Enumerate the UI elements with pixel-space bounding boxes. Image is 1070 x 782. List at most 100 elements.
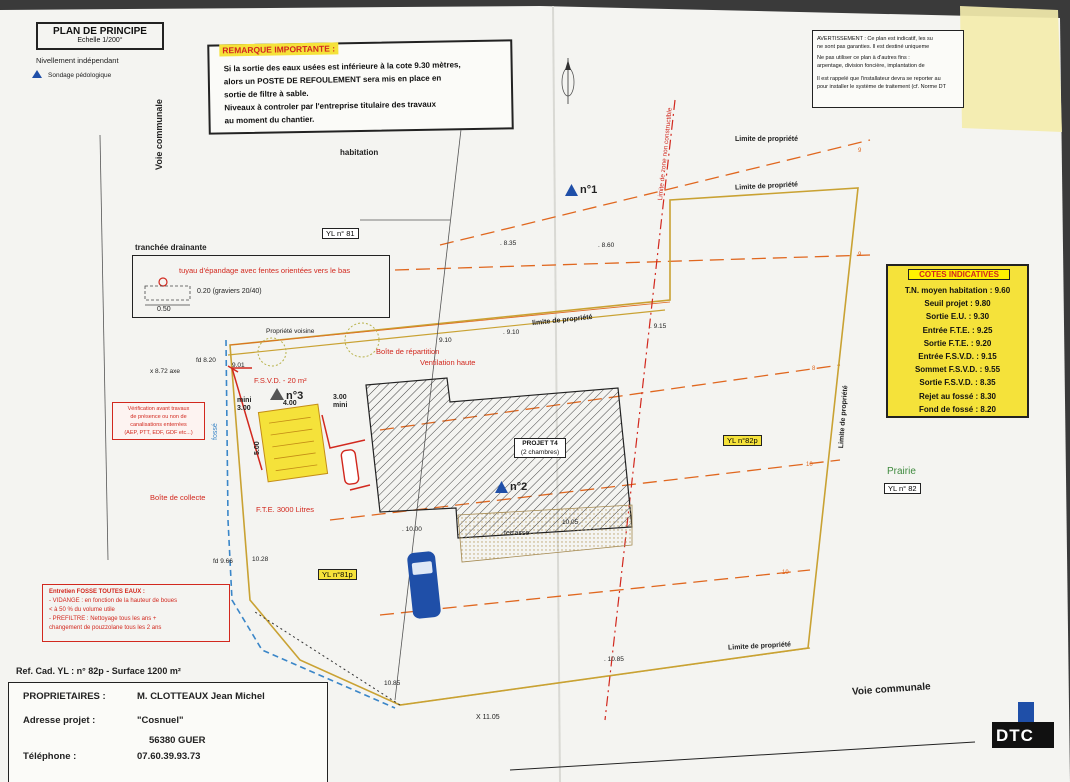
dimension-label: 4.00 [283, 400, 297, 407]
dtc-logo-text: DTC [996, 726, 1034, 745]
entretien-heading: Entretien FOSSE TOUTES EAUX : [49, 589, 145, 595]
project-box: PROJET T4 (2 chambres) [514, 438, 566, 458]
remark-box: REMARQUE IMPORTANTE : Si la sortie des e… [207, 39, 514, 135]
distribution-box-label: Boîte de répartition [376, 347, 440, 356]
cote-item: Fond de fossé : 8.20 [919, 404, 996, 414]
entretien-box: Entretien FOSSE TOUTES EAUX : - VIDANGE … [42, 584, 230, 642]
elevation-label: 9.01 [232, 362, 245, 369]
survey-line [99, 134, 109, 561]
owner-value: M. CLOTTEAUX Jean Michel [137, 691, 265, 702]
cote-item: Entrée F.T.E. : 9.25 [922, 325, 993, 335]
remark-heading: REMARQUE IMPORTANTE : [219, 42, 339, 57]
ditch-label: fossé [212, 423, 219, 440]
paper-sheet [0, 6, 1070, 782]
property-line-orange [229, 301, 671, 346]
tree-icon [257, 322, 380, 367]
dimension-label: 5.00 [254, 441, 261, 455]
address-label: Adresse projet : [23, 715, 96, 726]
owner-block: PROPRIETAIRES : M. CLOTTEAUX Jean Michel… [8, 682, 328, 782]
elevation-label: . 10.85 [604, 656, 624, 663]
elevation-label: . 9.15 [650, 323, 667, 330]
cote-item: Sortie F.T.E. : 9.20 [923, 338, 992, 348]
road-edge [399, 647, 811, 706]
filter-label: F.S.V.D. - 20 m² [254, 376, 307, 385]
verification-box: Vérification avant travaux de présence o… [112, 402, 205, 440]
car-icon [407, 551, 441, 619]
elevation-label: x 8.72 axe [150, 368, 180, 375]
verification-line: canalisations enterrées [130, 422, 187, 428]
outlet-pipe [227, 365, 239, 373]
contour-value: 8 [812, 366, 816, 372]
cote-item: Sortie E.U. : 9.30 [925, 312, 990, 322]
elevation-label: . 9.10 [503, 329, 520, 336]
road-bottom-line [509, 741, 976, 771]
cote-item: Sortie F.S.V.D. : 8.35 [919, 378, 996, 388]
ventilation-label: Ventilation haute [420, 358, 476, 367]
entretien-line: < à 50 % du volume utile [49, 607, 115, 613]
parcel-tag: YL n°82p [723, 435, 762, 446]
owner-label: PROPRIETAIRES : [23, 691, 106, 702]
sondage-marker-icon [565, 184, 578, 196]
elevation-label: X 11.05 [476, 714, 500, 721]
dimension-label: 3.00 [333, 394, 347, 401]
warning-line: Ne pas utiliser ce plan à d'autres fins … [817, 55, 910, 61]
prairie-label: Prairie [887, 466, 916, 477]
phone-label: Téléphone : [23, 751, 77, 762]
cotes-panel: COTES INDICATIVES T.N. moyen habitation … [886, 264, 1029, 418]
parcel-tag: YL n° 81 [322, 228, 359, 239]
dimension-label: mini [333, 402, 348, 409]
sand-filter [257, 403, 329, 483]
elevation-label: 9.10 [439, 337, 452, 344]
cote-item: Sommet F.S.V.D. : 9.55 [914, 365, 1001, 375]
property-limit-label: Limite de propriété [735, 136, 799, 143]
trench-box: tuyau d'épandage avec fentes orientées v… [132, 255, 390, 318]
title-block: PLAN DE PRINCIPE Echelle 1/200° [36, 22, 164, 50]
elevation-label: . 8.60 [598, 242, 615, 249]
elevation-label: fd 9.66 [213, 558, 233, 565]
warning-line: AVERTISSEMENT : Ce plan est indicatif, l… [817, 36, 933, 42]
trench-width-label: 0.50 [157, 306, 171, 313]
contour-value: 10 [782, 570, 789, 576]
parcel-reference: Ref. Cad. YL : n° 82p - Surface 1200 m² [16, 666, 181, 676]
terrace-label: terrasse [504, 530, 530, 537]
dimension-label: mini [237, 397, 252, 404]
tank-label: F.T.E. 3000 Litres [256, 505, 314, 514]
elevation-label: 10.05 [562, 519, 579, 526]
elevation-label: . 10.00 [402, 526, 422, 533]
sondage-marker-icon [270, 388, 284, 400]
collection-box-label: Boîte de collecte [150, 493, 206, 502]
project-sub-label: (2 chambres) [520, 449, 560, 456]
cote-item: Rejet au fossé : 8.30 [919, 391, 996, 401]
sondage-legend-label: Sondage pédologique [48, 72, 112, 79]
zone-limit-line [604, 99, 676, 721]
verification-line: Vérification avant travaux [127, 406, 190, 412]
septic-tank [340, 449, 360, 485]
contour-value: 9 [858, 148, 862, 154]
city-value: 56380 GUER [149, 735, 206, 746]
trench-section [144, 285, 191, 301]
dtc-logo [992, 702, 1054, 748]
verification-line: de présence ou non de [130, 414, 187, 420]
north-arrow-icon [561, 58, 575, 104]
entretien-line: - VIDANGE : en fonction de la hauteur de… [49, 598, 178, 604]
habitation-label: habitation [340, 148, 379, 157]
elevation-label: 10.28 [252, 556, 269, 563]
entretien-line: changement de pouzzolane tous les 2 ans [49, 625, 162, 631]
sticky-note [960, 6, 1062, 132]
entretien-line: - PREFILTRE : Nettoyage tous les ans + [49, 616, 157, 622]
contour-line [394, 254, 871, 271]
trench-pipe-label: tuyau d'épandage avec fentes orientées v… [179, 266, 351, 275]
sondage-label: n°2 [510, 481, 528, 493]
legend-triangle-icon [32, 70, 42, 78]
verification-line: (AEP, PTT, EDF, GDF etc...) [124, 430, 193, 436]
road-label-left: Voie communale [154, 99, 164, 170]
sondage-marker-icon [495, 481, 508, 493]
address-value: "Cosnuel" [137, 715, 184, 726]
leveling-note: Nivellement indépendant [36, 56, 119, 65]
contour-line [379, 569, 811, 616]
cote-item: Entrée F.S.V.D. : 9.15 [918, 352, 997, 362]
contour-value: 9 [858, 252, 862, 258]
trench-title: tranchée drainante [135, 243, 207, 252]
